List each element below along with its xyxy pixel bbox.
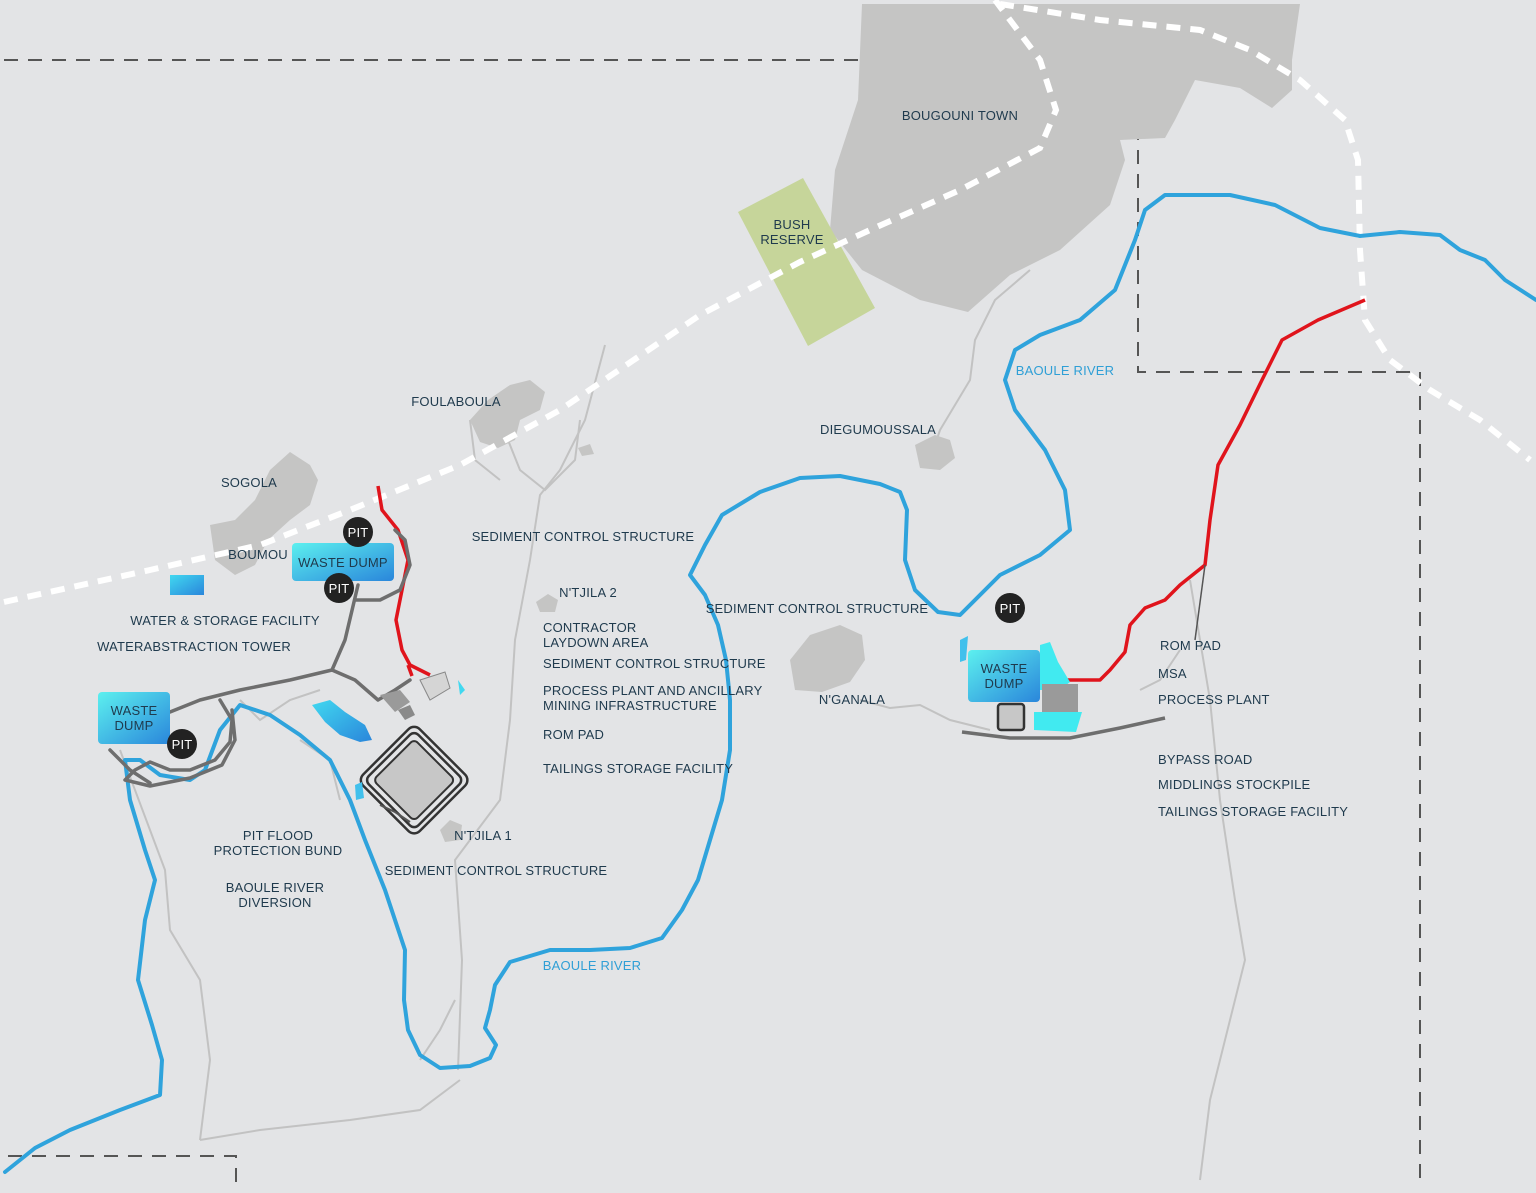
water-pond-small-west <box>355 782 364 800</box>
label-foulaboula: FOULABOULA <box>411 394 501 409</box>
svg-text:WASTE: WASTE <box>111 703 158 718</box>
label-water-abstraction-tower: WATERABSTRACTION TOWER <box>97 639 291 654</box>
svg-text:DUMP: DUMP <box>984 676 1023 691</box>
label-process-plant: MINING INFRASTRUCTURE <box>543 698 717 713</box>
east-plant-facilities <box>960 636 1082 732</box>
svg-text:PIT: PIT <box>1000 601 1021 616</box>
west-legend-list: CONTRACTOR LAYDOWN AREA SEDIMENT CONTROL… <box>543 620 766 776</box>
label-tailings-storage-facility: TAILINGS STORAGE FACILITY <box>1158 804 1348 819</box>
label-baoule-river-diversion: DIVERSION <box>238 895 311 910</box>
pit-marker: PIT <box>324 573 354 603</box>
label-baoule-river: BAOULE RIVER <box>1016 363 1115 378</box>
pit-marker: PIT <box>167 729 197 759</box>
label-boumou: BOUMOU <box>228 547 288 562</box>
label-ntjila1: N'TJILA 1 <box>454 828 512 843</box>
sogola-village <box>210 452 318 575</box>
railway-line <box>3 0 1532 605</box>
label-ntjila2: N'TJILA 2 <box>559 585 617 600</box>
label-baoule-river-diversion: BAOULE RIVER <box>226 880 325 895</box>
ntjila2-village <box>536 594 558 612</box>
ntjila1-village <box>440 820 462 842</box>
pit-marker: PIT <box>995 593 1025 623</box>
villages <box>210 380 955 842</box>
label-rom-pad: ROM PAD <box>543 727 604 742</box>
label-process-plant: PROCESS PLANT AND ANCILLARY <box>543 683 763 698</box>
svg-text:PIT: PIT <box>329 581 350 596</box>
water-pond-west <box>312 700 372 742</box>
label-rom-pad: ROM PAD <box>1160 638 1221 653</box>
label-bypass-road: BYPASS ROAD <box>1158 752 1252 767</box>
label-bush-reserve: BUSH <box>774 217 811 232</box>
mine-roads-west <box>108 528 412 788</box>
bougouni-town-area <box>830 4 1300 312</box>
minor-tracks <box>119 269 1247 1181</box>
label-middlings-stockpile: MIDDLINGS STOCKPILE <box>1158 777 1311 792</box>
label-sediment-control-structure: SEDIMENT CONTROL STRUCTURE <box>472 529 695 544</box>
haul-road <box>376 298 1366 682</box>
label-sediment-control-structure: SEDIMENT CONTROL STRUCTURE <box>385 863 608 878</box>
rom-pad-leader <box>1194 564 1206 641</box>
label-sogola: SOGOLA <box>221 475 277 490</box>
waste-dump-west: WASTE DUMP <box>98 692 170 744</box>
waste-dump-north: WASTE DUMP <box>292 543 394 581</box>
nganala-village <box>790 625 865 692</box>
svg-text:PIT: PIT <box>172 737 193 752</box>
svg-text:WASTE: WASTE <box>981 661 1028 676</box>
label-sediment-control-structure: SEDIMENT CONTROL STRUCTURE <box>543 656 766 671</box>
label-water-storage-facility: WATER & STORAGE FACILITY <box>130 613 320 628</box>
label-bush-reserve: RESERVE <box>760 232 823 247</box>
label-sediment-control-structure: SEDIMENT CONTROL STRUCTURE <box>706 601 929 616</box>
label-diegumoussala: DIEGUMOUSSALA <box>820 422 936 437</box>
label-baoule-river: BAOULE RIVER <box>543 958 642 973</box>
west-plant-facilities <box>380 671 465 720</box>
bush-reserve-area <box>738 178 875 346</box>
east-legend-list: ROM PAD MSA PROCESS PLANT BYPASS ROAD MI… <box>1158 638 1348 819</box>
tenement-boundary <box>4 59 1421 1182</box>
label-contractor-laydown-area: CONTRACTOR <box>543 620 636 635</box>
diegumoussala-village <box>915 435 955 470</box>
mine-road-east <box>961 716 1166 740</box>
label-nganala: N'GANALA <box>819 692 885 707</box>
svg-text:DUMP: DUMP <box>114 718 153 733</box>
label-msa: MSA <box>1158 666 1187 681</box>
tailings-storage-west <box>359 725 469 835</box>
water-storage-facility <box>170 575 204 595</box>
label-tailings-storage-facility: TAILINGS STORAGE FACILITY <box>543 761 733 776</box>
label-bougouni-town: BOUGOUNI TOWN <box>902 108 1018 123</box>
waste-dump-east: WASTE DUMP <box>968 650 1040 702</box>
baoule-river <box>3 193 1536 1174</box>
svg-text:PIT: PIT <box>348 525 369 540</box>
svg-text:WASTE DUMP: WASTE DUMP <box>298 555 388 570</box>
foulaboula-village <box>470 380 545 448</box>
label-contractor-laydown-area: LAYDOWN AREA <box>543 635 649 650</box>
pit-marker: PIT <box>343 517 373 547</box>
label-pit-flood-protection-bund: PROTECTION BUND <box>214 843 343 858</box>
label-process-plant: PROCESS PLANT <box>1158 692 1270 707</box>
label-pit-flood-protection-bund: PIT FLOOD <box>243 828 313 843</box>
